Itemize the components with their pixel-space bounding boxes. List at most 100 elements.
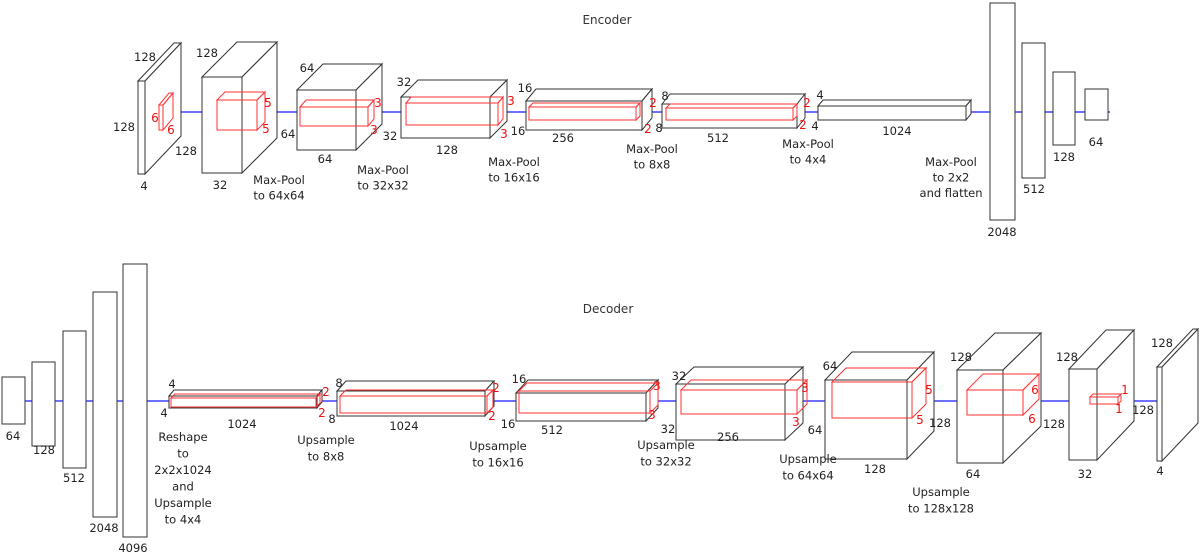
encoder-kernel-box [157,91,175,132]
kernel-size-label: 3 [374,96,382,110]
box-front-face [966,389,1024,416]
encoder-dense-layer [1084,88,1109,121]
block-width-label: 64 [318,152,333,166]
block-width-label: 4 [140,179,147,193]
box-front-face [528,106,637,121]
box-front-face [296,89,357,151]
box-front-face [137,80,146,175]
decoder-conv-block [1155,327,1200,463]
kernel-size-label: 2 [644,122,652,136]
decoder-caption: to 128x128 [908,502,974,516]
block-height-label: 64 [808,423,823,437]
block-height-label: 64 [281,127,296,141]
block-height-label: 128 [113,120,135,134]
block-depth-label: 64 [300,61,315,75]
block-width-label: 1024 [882,124,911,138]
box-front-face [518,390,651,414]
decoder-kernel-box [830,366,928,420]
decoder-caption: to 16x16 [472,456,523,470]
block-width-label: 128 [436,143,458,157]
block-width-label: 64 [966,467,981,481]
box-top-face [399,79,509,98]
block-depth-label: 64 [823,359,838,373]
encoder-kernel-box [527,101,642,122]
labels: Encoder Decoder 128128466128128325564646… [6,13,1173,554]
decoder-dense-layer [92,291,118,518]
kernel-size-label: 3 [653,379,661,393]
encoder-kernel-box [404,95,505,127]
block-depth-label: 128 [1151,336,1173,350]
decoder-caption: Upsample [779,452,837,466]
box-top-face [660,93,807,105]
decoder-caption: and [172,480,194,494]
decoder-conv-block [674,365,805,442]
decoder-kernel-box [338,388,495,415]
decoder-caption: Upsample [469,439,527,453]
box-top-face [674,366,805,385]
dense-size-label: 2048 [89,521,118,535]
block-height-label: 32 [661,422,676,436]
dense-size-label: 128 [33,443,55,457]
block-height-label: 8 [328,412,335,426]
decoder-conv-block [1067,328,1136,462]
decoder-conv-block [167,388,324,410]
encoder-dense-layer [1021,42,1046,179]
decoder-conv-block [335,379,496,418]
decoder-caption: to 8x8 [308,450,345,464]
encoder-kernel-box [664,102,799,122]
kernel-size-label: 2 [649,96,657,110]
block-depth-label: 32 [672,369,687,383]
decoder-caption: to 64x64 [782,469,833,483]
decoder-caption: Reshape [158,430,207,444]
box-front-face [680,389,798,415]
box-front-face [216,99,258,131]
block-height-label: 8 [655,121,662,135]
layer-shapes [1,2,1200,538]
encoder-caption: to 32x32 [357,179,408,193]
block-depth-label: 128 [950,350,972,364]
kernel-size-label: 2 [318,406,326,420]
encoder-caption: Max-Pool [253,173,305,187]
decoder-dense-layer [122,263,148,538]
box-front-face [1068,368,1098,461]
decoder-kernel-box [965,372,1041,417]
encoder-conv-block [524,87,654,132]
box-front-face [299,106,369,127]
decoder-caption: to [177,447,189,461]
encoder-caption: to 8x8 [634,158,671,172]
decoder-caption: to 32x32 [640,455,691,469]
box-front-face [665,107,794,121]
box-front-face [956,369,1004,464]
block-height-label: 32 [383,129,398,143]
dense-size-label: 512 [1023,182,1045,196]
block-depth-label: 8 [335,376,342,390]
box-front-face [831,381,913,419]
box-front-face [525,100,643,131]
block-height-label: 128 [1132,403,1154,417]
kernel-size-label: 6 [1031,383,1039,397]
encoder-caption: Max-Pool [626,142,678,156]
block-width-label: 512 [707,131,729,145]
decoder-caption: Upsample [637,438,695,452]
block-width-label: 1024 [389,419,418,433]
encoder-caption: Max-Pool [357,163,409,177]
box-front-face [336,390,486,417]
dense-size-label: 128 [1053,150,1075,164]
encoder-caption: to 16x16 [488,171,539,185]
decoder-caption: Upsample [297,433,355,447]
decoder-dense-layer [1,376,26,425]
block-height-label: 128 [1043,417,1065,431]
box-front-face [170,397,317,408]
encoder-caption: and flatten [920,186,983,200]
kernel-size-label: 5 [925,383,933,397]
box-top-face [816,99,973,107]
decoder-caption: 2x2x1024 [154,463,212,477]
decoder-kernel-box [1088,392,1123,406]
decoder-conv-block [955,331,1043,465]
block-depth-label: 32 [397,75,412,89]
block-depth-label: 16 [518,81,533,95]
dense-size-label: 512 [63,471,85,485]
dense-size-label: 64 [6,429,21,443]
box-front-face [1089,396,1119,405]
box-front-face [405,102,499,126]
